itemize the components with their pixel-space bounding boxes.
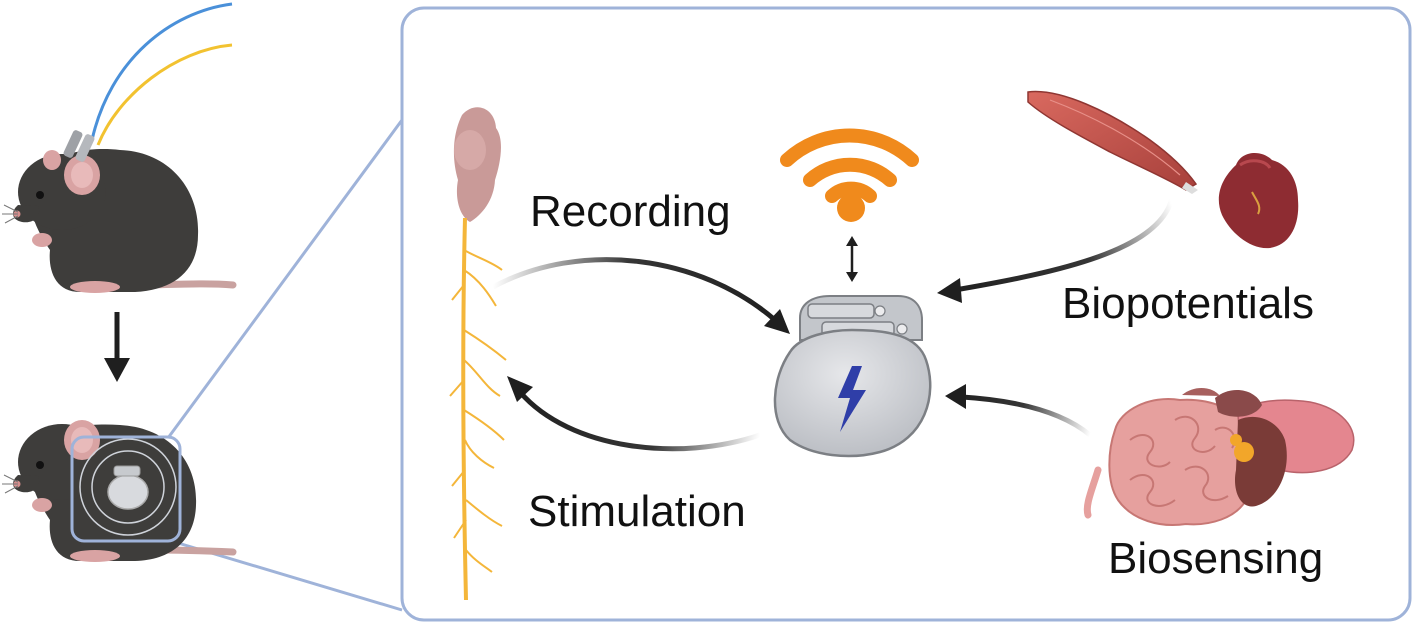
abdominal-organs — [1083, 387, 1355, 526]
lightning-bolt-icon — [838, 366, 866, 432]
wifi-icon — [780, 128, 919, 203]
stimulation-arrow — [507, 376, 761, 452]
heart — [1218, 153, 1299, 249]
wifi-dot — [837, 194, 865, 222]
biosensing-label: Biosensing — [1108, 534, 1324, 583]
bidirectional-arrow — [846, 236, 858, 282]
stimulation-label: Stimulation — [528, 487, 746, 536]
transition-arrow — [104, 312, 130, 382]
recording-arrow — [491, 257, 790, 334]
biosensing-arrow — [945, 384, 1092, 437]
zoom-connector — [166, 119, 404, 612]
zoom-box — [70, 435, 182, 543]
mouse-with-implant — [2, 420, 237, 562]
biopotentials-arrow — [937, 197, 1175, 303]
mouse-with-wires — [2, 2, 237, 293]
brain-spinal-cord — [449, 107, 507, 601]
recording-label: Recording — [530, 187, 731, 236]
muscle — [1027, 90, 1198, 194]
biopotentials-label: Biopotentials — [1062, 279, 1314, 328]
